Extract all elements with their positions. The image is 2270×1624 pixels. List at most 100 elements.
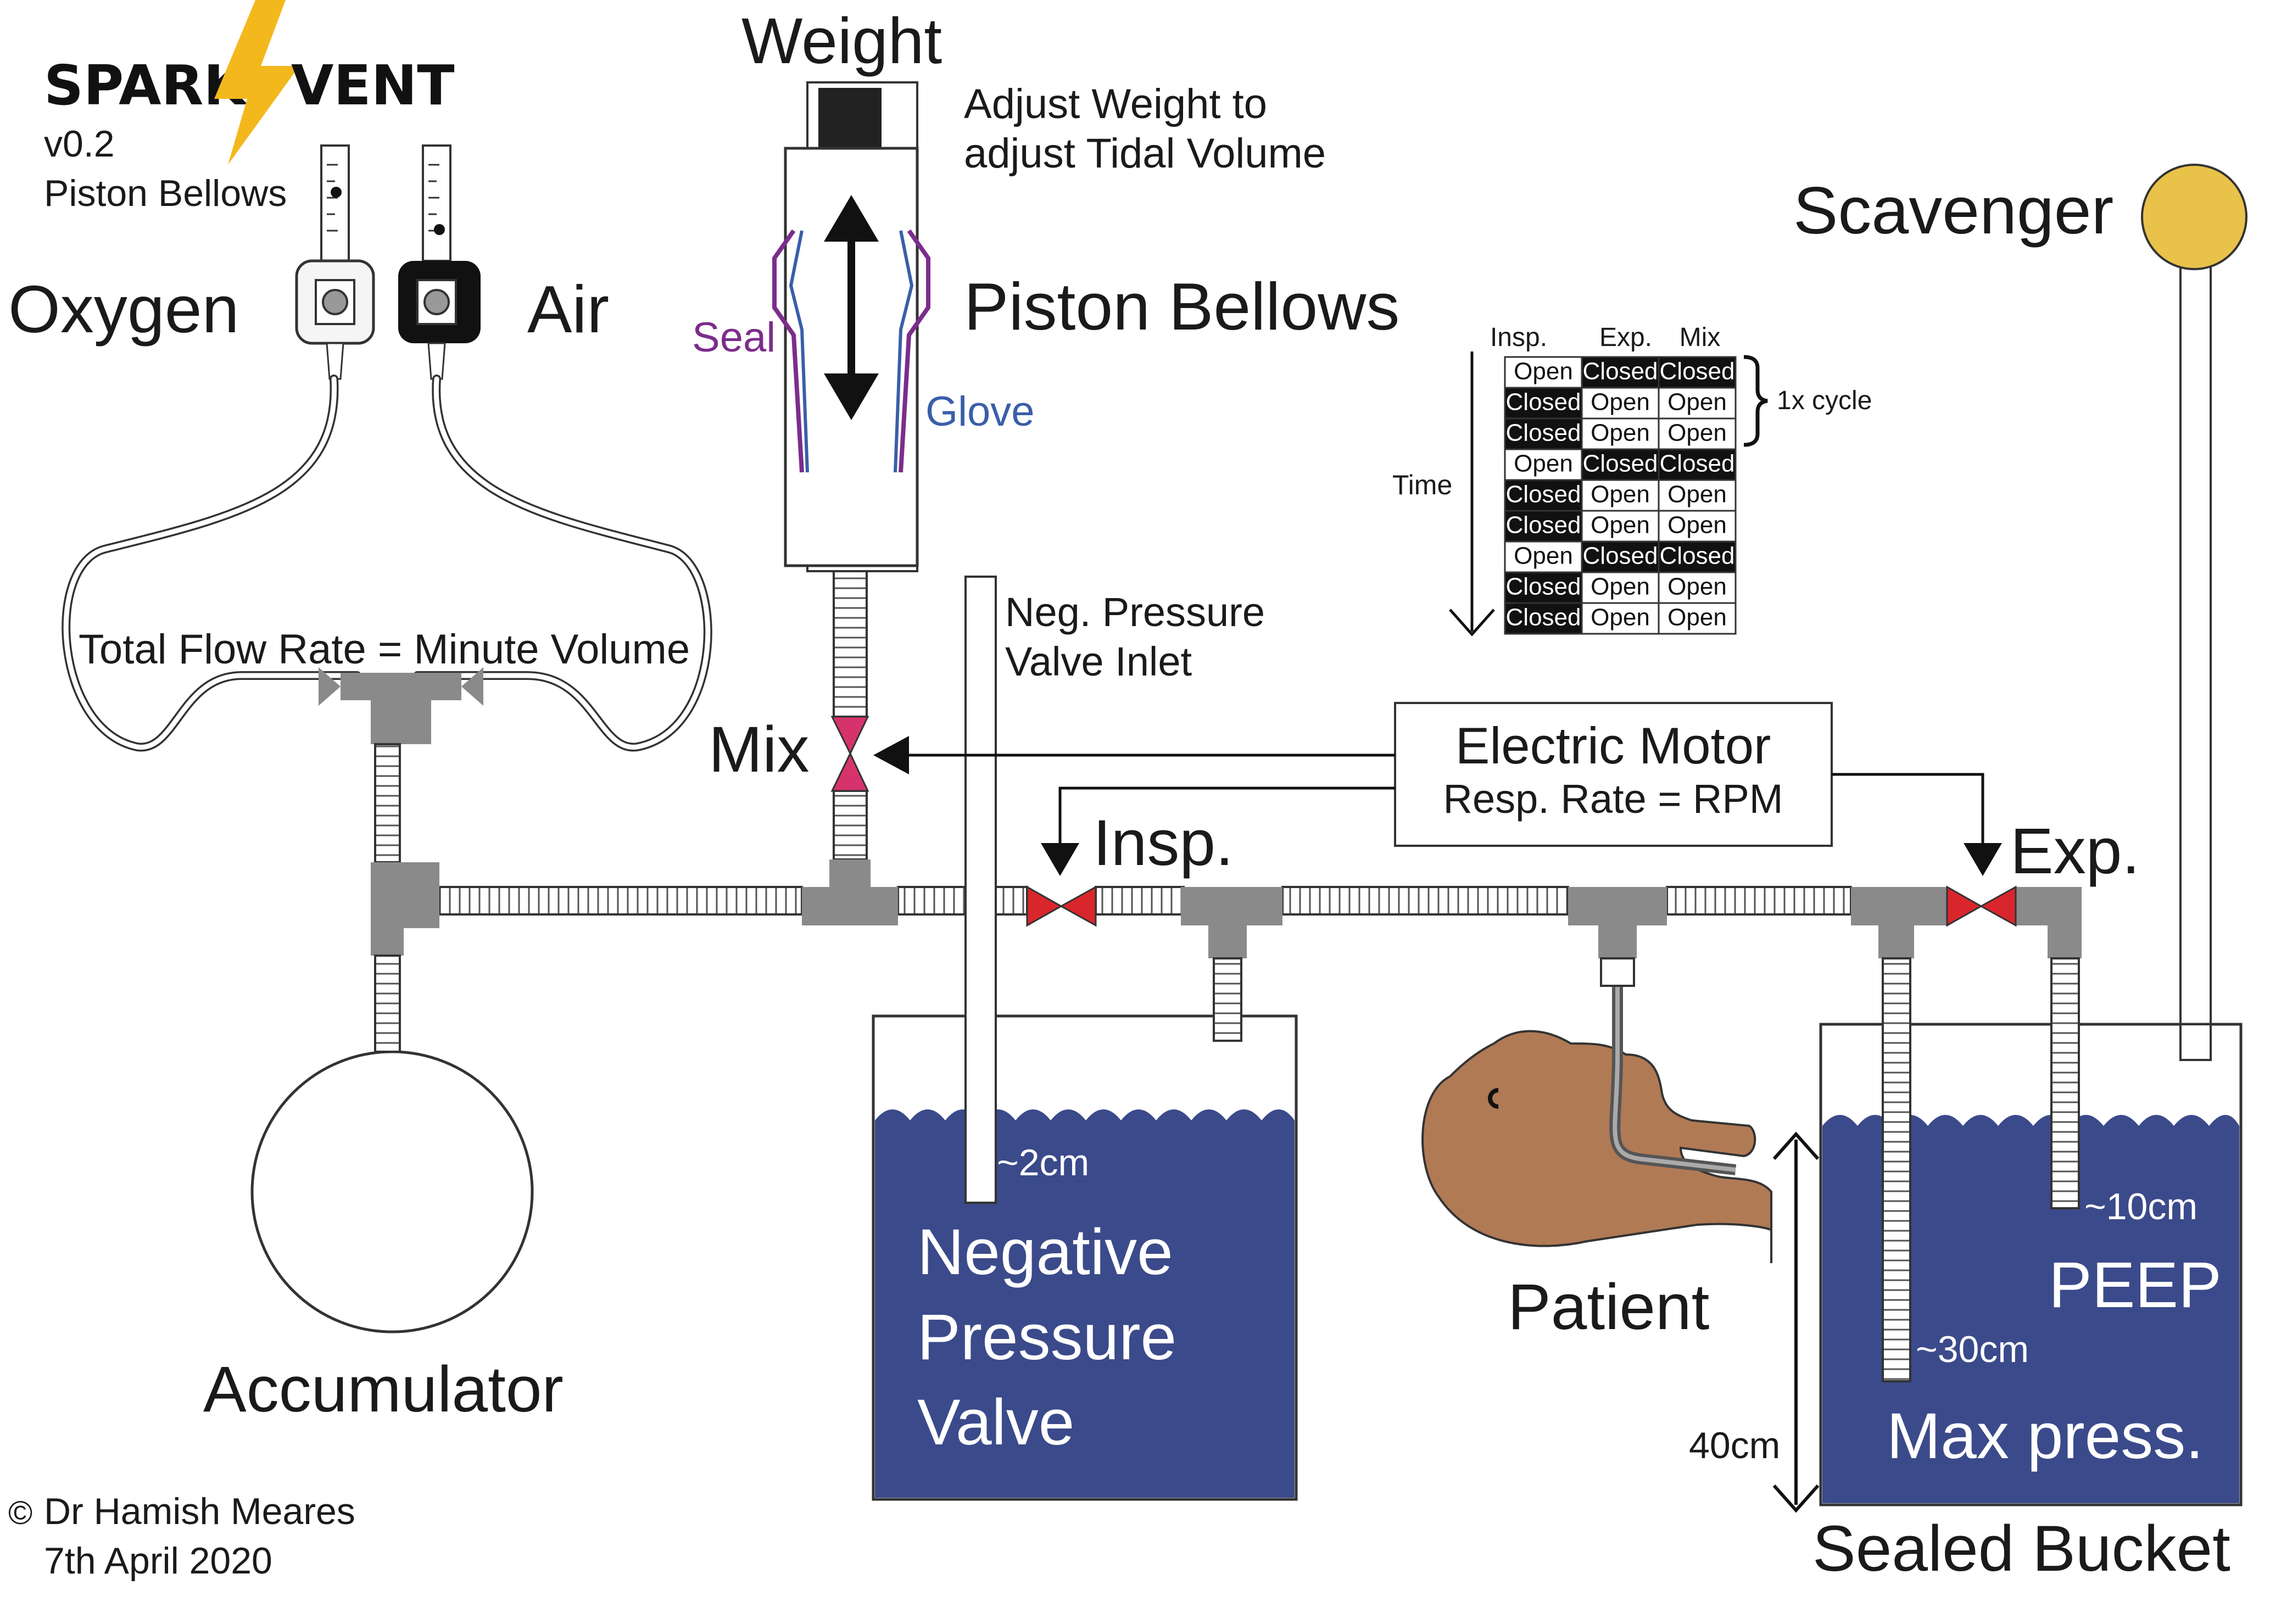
double-arrow-icon: [824, 195, 879, 420]
table-cell: Open: [1514, 542, 1573, 569]
motor-signal-lines: [901, 754, 1984, 849]
table-cell: Closed: [1506, 419, 1581, 446]
depth-30cm-label: ~30cm: [1916, 1329, 2029, 1370]
table-cell-bg: [1581, 387, 1660, 420]
air-knob-icon: [423, 289, 450, 315]
mix-tee: [802, 887, 898, 925]
table-cell: Closed: [1660, 542, 1735, 569]
table-cell-bg: [1658, 448, 1737, 481]
adjust-weight-line1: Adjust Weight to: [964, 81, 1267, 127]
neg-pressure-inlet-tube: [964, 576, 997, 1204]
scavenger-icon: [2141, 164, 2247, 270]
electric-motor-box: [1394, 702, 1833, 847]
table-cell: Closed: [1660, 450, 1735, 477]
npv-line2: Pressure: [917, 1301, 1176, 1374]
mix-label: Mix: [709, 713, 810, 786]
neg-inlet-line2: Valve Inlet: [1005, 639, 1192, 684]
table-cell-bg: [1658, 540, 1737, 573]
lightning-bolt-icon: [214, 0, 299, 165]
table-cell-bg: [1658, 479, 1737, 512]
exp-signal-arrow-icon: [1964, 843, 2002, 876]
version-text: v0.2: [44, 123, 115, 165]
total-flow-label: Total Flow Rate = Minute Volume: [79, 626, 690, 673]
logo: SPARK VENT v0.2 Piston Bellows: [44, 0, 455, 214]
patient-label: Patient: [1508, 1271, 1709, 1343]
scavenger-pipe: [2179, 257, 2212, 1061]
table-cell-bg: [1658, 602, 1737, 635]
oxygen-flowmeter: [295, 144, 375, 380]
table-cell: Closed: [1583, 542, 1658, 569]
exp-valve: [1946, 885, 2017, 927]
oxygen-knob-icon: [322, 289, 348, 315]
exp-elbow: [2016, 887, 2082, 925]
depth-10cm-label: ~10cm: [2084, 1186, 2198, 1227]
table-header-insp: Insp.: [1490, 323, 1547, 352]
air-flowmeter: [398, 144, 481, 380]
table-cell: Closed: [1583, 358, 1658, 384]
table-cell-bg: [1504, 602, 1583, 635]
table-cell: Open: [1514, 450, 1573, 477]
seal-right: [899, 229, 930, 473]
weight-label: Weight: [741, 5, 942, 77]
table-cell: Open: [1667, 604, 1727, 630]
table-cell: Open: [1667, 388, 1727, 415]
weight-block: [818, 88, 882, 151]
depth-2cm-label: ~2cm: [997, 1142, 1089, 1184]
table-cell: Open: [1667, 511, 1727, 538]
seal-left: [772, 229, 804, 473]
max-press-label: Max press.: [1887, 1400, 2204, 1472]
insp-label: Insp.: [1093, 807, 1234, 879]
negative-pressure-bucket: [872, 1014, 1298, 1501]
exp-label: Exp.: [2010, 815, 2140, 888]
scavenger-label: Scavenger: [1793, 173, 2113, 248]
cycle-label: 1x cycle: [1777, 386, 1872, 415]
copyright-icon: ©: [8, 1494, 32, 1531]
table-cell: Closed: [1660, 358, 1735, 384]
table-cell-bg: [1658, 417, 1737, 450]
glove-right: [894, 230, 914, 473]
flow-tee-fitting: [319, 667, 483, 744]
table-cell: Open: [1591, 511, 1650, 538]
table-cell: Open: [1667, 481, 1727, 507]
air-label: Air: [527, 272, 609, 347]
sealed-bucket: [1819, 1023, 2243, 1506]
table-cell: Open: [1591, 604, 1650, 630]
adjust-weight-line2: adjust Tidal Volume: [964, 130, 1326, 177]
table-cell-bg: [1504, 510, 1583, 543]
motor-line2: Resp. Rate = RPM: [1443, 776, 1783, 822]
author-label: Dr Hamish Meares: [44, 1491, 355, 1532]
patient-head-icon: [1421, 1030, 1772, 1263]
seal-label: Seal: [692, 314, 776, 361]
table-cell: Closed: [1506, 604, 1581, 630]
table-cell: Open: [1667, 419, 1727, 446]
accumulator-tee: [371, 862, 439, 928]
accumulator-bag: [250, 1050, 534, 1333]
table-cell: Open: [1667, 573, 1727, 600]
oxygen-label: Oxygen: [8, 272, 239, 347]
supply-tubing-inner: [63, 376, 711, 750]
mix-signal-arrow-icon: [873, 736, 909, 774]
table-cell: Open: [1591, 419, 1650, 446]
table-cell: Open: [1591, 481, 1650, 507]
depth-40cm-label: 40cm: [1689, 1425, 1780, 1466]
date-label: 7th April 2020: [44, 1540, 272, 1582]
glove-label: Glove: [925, 388, 1035, 435]
table-cell: Closed: [1506, 388, 1581, 415]
table-cell: Open: [1591, 388, 1650, 415]
accumulator-label: Accumulator: [203, 1353, 564, 1426]
logo-spark-text: SPARK: [44, 53, 248, 118]
table-cell-bg: [1504, 571, 1583, 604]
time-arrow: [1449, 351, 1495, 637]
peep-label: PEEP: [2049, 1249, 2222, 1321]
table-cell: Open: [1591, 573, 1650, 600]
motor-line1: Electric Motor: [1455, 717, 1771, 774]
npv-line1: Negative: [917, 1216, 1173, 1288]
table-cell: Open: [1514, 358, 1573, 384]
patient-connector: [1600, 957, 1635, 987]
tee-fittings: [371, 860, 2082, 958]
table-cell-bg: [1658, 356, 1737, 389]
table-cell: Closed: [1583, 450, 1658, 477]
table-cell: Closed: [1506, 481, 1581, 507]
